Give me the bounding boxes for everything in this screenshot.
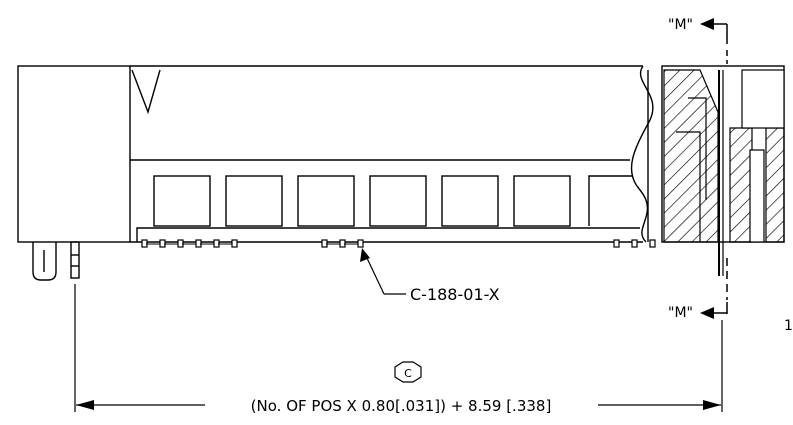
dimension-symbol-letter: C: [404, 367, 412, 380]
callout-leader: [360, 248, 406, 295]
section-label-bottom: "M": [668, 305, 693, 321]
board-tail: [70, 241, 80, 279]
sheet-mark: 1: [784, 318, 793, 334]
break-line: [630, 65, 654, 243]
contact-windows: [153, 175, 632, 227]
dimension-symbol: [394, 361, 422, 383]
dimension-formula: (No. OF POS X 0.80[.031]) + 8.59 [.338]: [251, 397, 552, 415]
section-arrow-top: [700, 18, 714, 30]
dimension-line: [74, 284, 723, 412]
section-line: [702, 23, 728, 314]
section-arrows: [700, 18, 714, 319]
section-label-top: "M": [668, 17, 693, 33]
polarization-notch: [131, 69, 161, 115]
left-housing-block: [17, 65, 131, 243]
part-callout: C-188-01-X: [410, 285, 500, 304]
section-arrow-bottom: [700, 307, 714, 319]
contact-strip: [136, 227, 640, 242]
locating-peg: [32, 242, 57, 281]
dimension-arrows: [76, 400, 721, 410]
section-view: [661, 65, 785, 276]
